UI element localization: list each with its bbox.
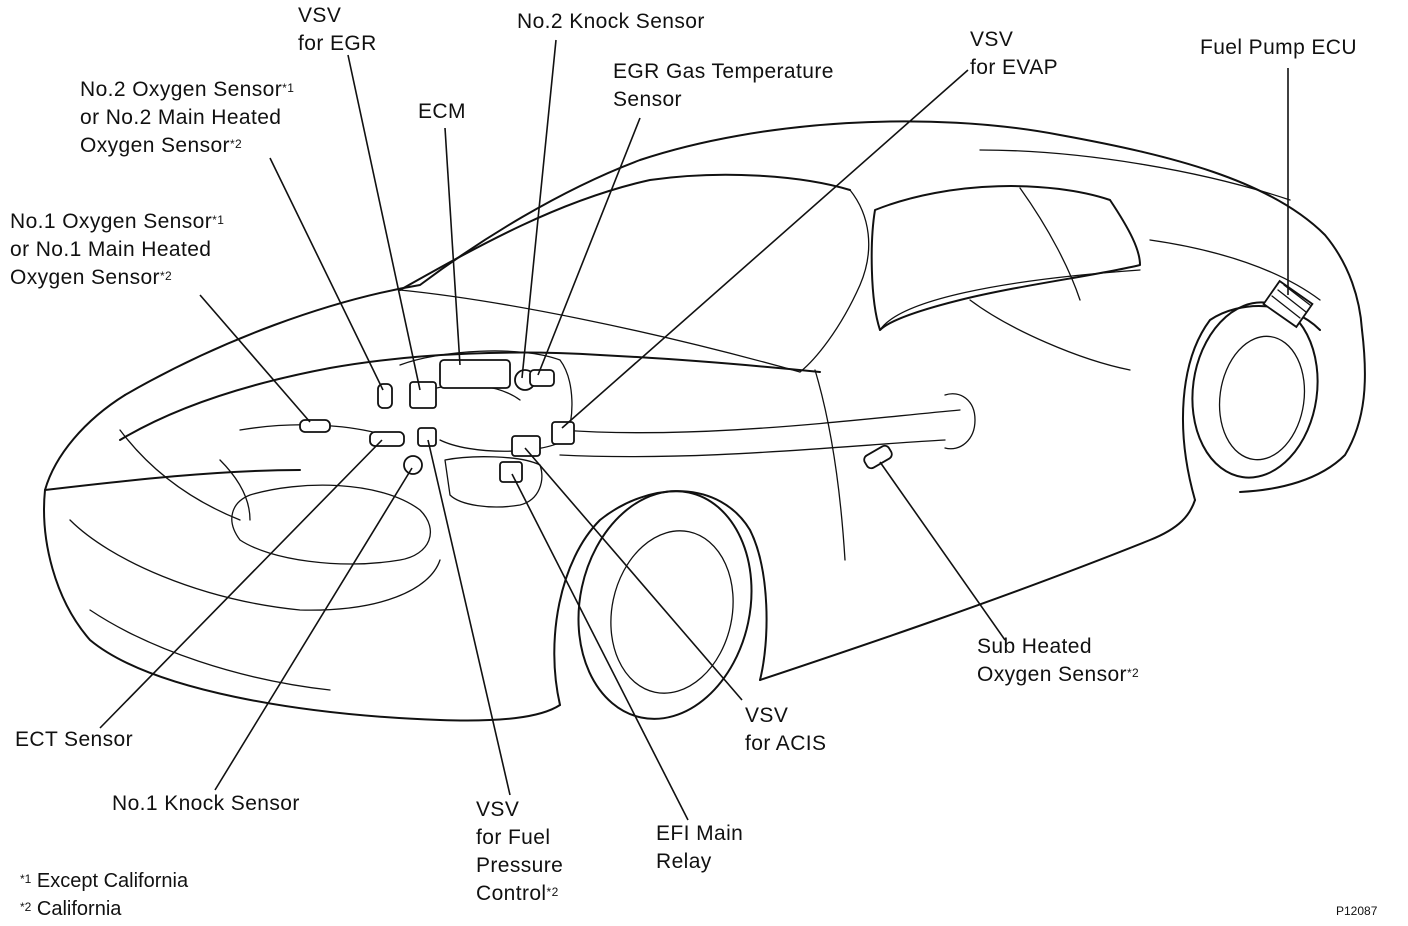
vsv-fuel-pressure-unit [417,427,437,447]
o2-sensor-1-unit [299,419,331,433]
sub-o2-sensor-unit [863,444,893,470]
leader-vsv-acis [524,447,743,701]
fuel-pump-ecu-unit [1262,279,1314,329]
leader-ecm [444,127,461,366]
label-fuel-pump-ecu: Fuel Pump ECU [1200,36,1357,59]
car-body-outline [43,120,1366,722]
label-no2-oxygen-sensor: No.2 Oxygen Sensor*1 or No.2 Main Heated… [80,78,295,157]
vsv-acis-unit [511,435,541,457]
egr-gas-temp-sensor-unit [529,369,555,387]
leader-vsv-egr [347,54,421,391]
leader-sub-o2 [879,461,1006,641]
label-no2-knock-sensor: No.2 Knock Sensor [517,10,705,33]
leader-no2-o2 [269,157,384,391]
o2-sensor-2-unit [377,383,393,409]
label-no1-oxygen-sensor: No.1 Oxygen Sensor*1 or No.1 Main Heated… [10,210,225,289]
figure-code: P12087 [1336,904,1378,918]
leader-no1-o2 [199,294,311,423]
efi-main-relay-unit [499,461,523,483]
vsv-evap-unit [551,421,575,445]
component-markers [299,279,1314,483]
leader-efi-relay [511,473,689,821]
footnote-2: *2 California [20,898,122,920]
label-no1-knock-sensor: No.1 Knock Sensor [112,792,300,815]
leader-no1-knock [214,467,413,791]
vsv-egr-unit [409,381,437,409]
ect-sensor-unit [369,431,405,447]
leader-no2-knock [521,39,557,379]
label-ect-sensor: ECT Sensor [15,728,133,751]
label-sub-heated-oxygen-sensor: Sub Heated Oxygen Sensor*2 [977,635,1140,686]
leader-vsv-fuel [427,439,511,796]
footnote-1: *1 Except California [20,870,189,892]
leader-vsv-evap [561,69,969,429]
leader-ect [99,439,383,729]
label-vsv-fuel-pressure-control: VSV for Fuel Pressure Control*2 [476,798,564,905]
leader-lines [99,39,1289,821]
knock-sensor-1-unit [403,455,423,475]
ecm-unit [439,359,511,389]
label-ecm: ECM [418,100,466,123]
leader-egr-temp [537,117,641,376]
